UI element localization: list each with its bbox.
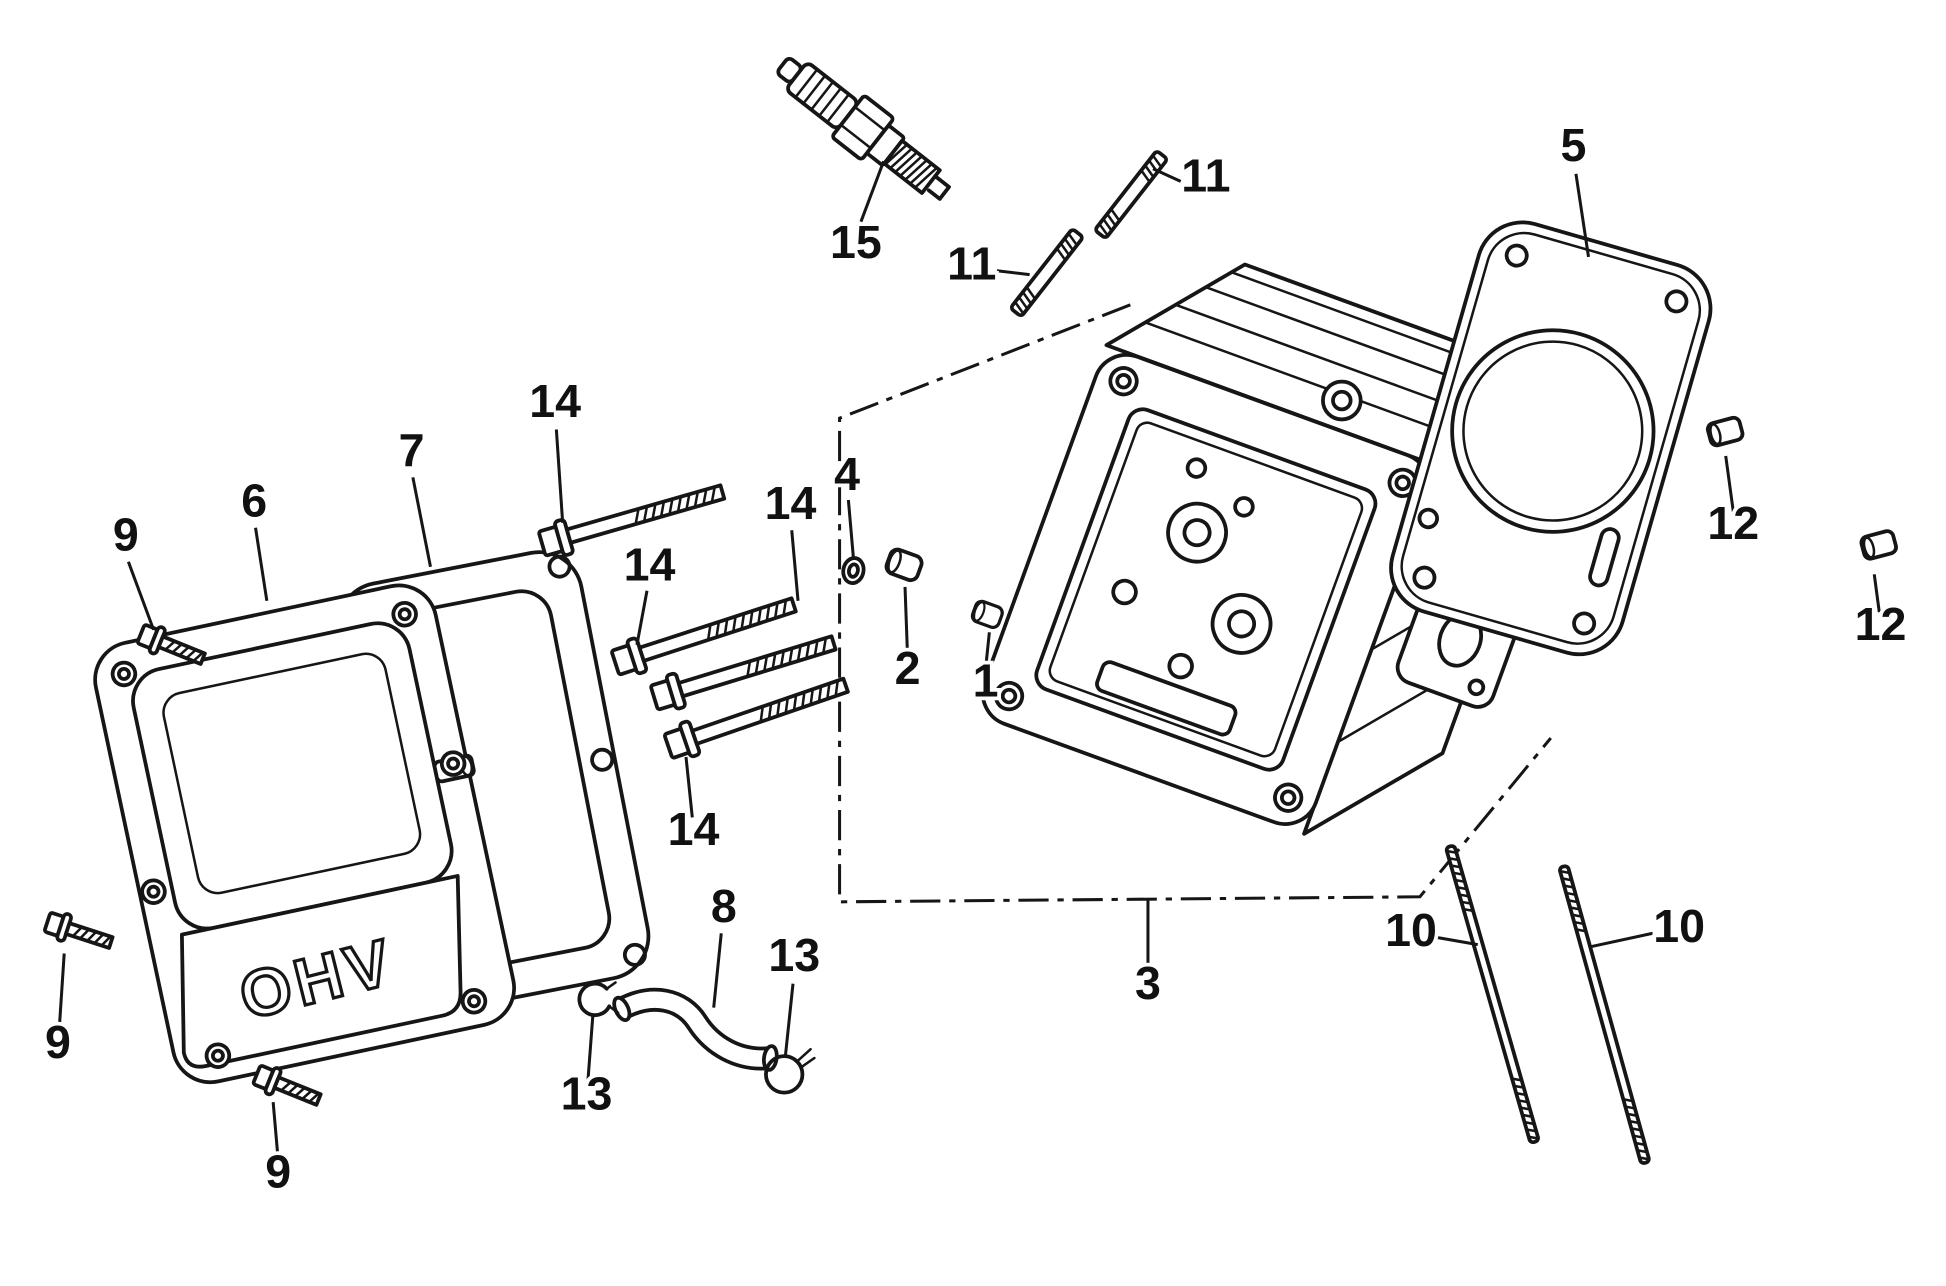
callout-breather-tube: 8 (711, 880, 737, 932)
callout-cover: 6 (241, 474, 267, 526)
tube-clip-13-left (577, 981, 620, 1017)
callout-dowel-lower: 12 (1855, 598, 1907, 650)
long-stud-10-right (1557, 863, 1652, 1166)
long-stud-10-left (1443, 843, 1541, 1145)
callout-washer: 4 (834, 448, 860, 500)
dowel-pin-12-upper (1704, 414, 1746, 449)
callout-stud-upper: 11 (1181, 149, 1230, 201)
callout-cover-bolt-1: 9 (113, 508, 139, 560)
cylinder-head-gasket (1389, 220, 1713, 657)
sealing-cap-1 (968, 597, 1006, 631)
leader-lines (57, 160, 1881, 1161)
callout-cap-1: 1 (973, 655, 999, 707)
spark-plug (776, 56, 951, 201)
callout-flange-bolt-2: 14 (624, 539, 676, 591)
callout-head-gasket: 5 (1560, 119, 1586, 171)
callout-flange-bolt-4: 14 (668, 803, 720, 855)
callout-cover-bolt-3: 9 (265, 1146, 291, 1198)
washer-4 (841, 556, 866, 585)
callout-flange-bolt-3: 14 (765, 477, 817, 529)
callout-stud-lower: 11 (947, 238, 996, 290)
sealing-cap-2 (882, 545, 926, 585)
dowel-pin-12-lower (1858, 527, 1900, 563)
callout-dowel-upper: 12 (1707, 497, 1759, 549)
callout-cap-2: 2 (895, 642, 921, 694)
callout-clip-left: 13 (561, 1068, 613, 1120)
callout-cylinder-head: 3 (1135, 957, 1161, 1009)
callout-clamp-right: 13 (768, 929, 820, 981)
callout-labels: 15 11 11 5 12 12 14 4 14 14 2 1 7 6 9 14… (41, 115, 1910, 1201)
callout-long-stud-left: 10 (1385, 904, 1437, 956)
cover-bolt-ears (110, 601, 488, 1069)
cover-bolt-9-bottom-left (41, 906, 117, 958)
breather-tube (612, 987, 779, 1072)
stud-11-upper (1092, 148, 1170, 241)
callout-flange-bolt-1: 14 (529, 375, 581, 427)
callout-cover-gasket: 7 (399, 424, 425, 476)
head-valve-chamber-face (980, 353, 1431, 826)
cover-bolt-9-bottom (249, 1059, 326, 1115)
callout-spark-plug: 15 (830, 216, 882, 268)
spark-plug-hole (1321, 379, 1363, 422)
callout-long-stud-right: 10 (1653, 900, 1705, 952)
hose-clamp-13-right (764, 1047, 816, 1095)
cylinder-head-cover: OHV (93, 583, 516, 1085)
callout-cover-bolt-2: 9 (45, 1016, 71, 1068)
